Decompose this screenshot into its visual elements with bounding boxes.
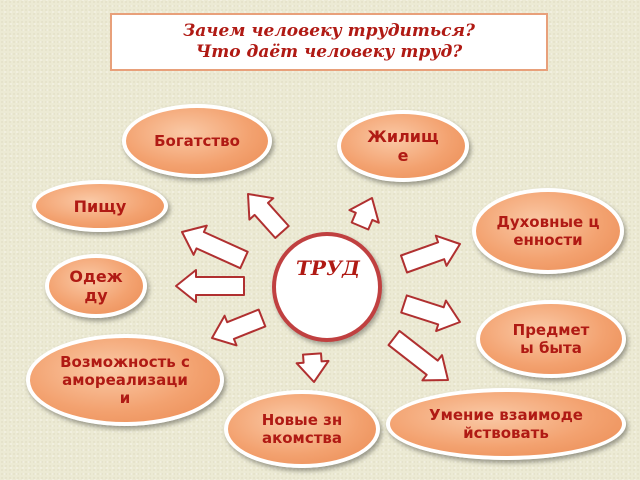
arrow-to-food (181, 224, 249, 270)
node-spiritual-label: Духовные ценности (496, 213, 600, 249)
node-food-label: Пищу (73, 196, 127, 216)
arrow-to-selfrealization (211, 308, 267, 347)
node-acquaintances: Новые знакомства (224, 390, 380, 468)
arrow-to-spiritual (400, 234, 461, 274)
node-wealth-label: Богатство (154, 132, 240, 150)
node-food: Пищу (32, 180, 168, 232)
center-circle (272, 232, 382, 342)
center-label: ТРУД (296, 256, 360, 280)
arrow-to-acquaintances (295, 352, 330, 383)
node-spiritual: Духовные ценности (472, 188, 624, 274)
node-acquaintances-label: Новые знакомства (261, 411, 343, 447)
arrow-to-clothing (175, 269, 245, 303)
title-box: Зачем человеку трудиться? Что даёт челов… (110, 13, 548, 71)
arrow-to-wealth (247, 193, 290, 239)
node-interaction-label: Умение взаимодействовать (429, 406, 583, 442)
node-clothing: Одежду (45, 254, 147, 318)
node-selfrealization-label: Возможность самореализации (60, 353, 190, 407)
arrow-to-interaction (387, 329, 449, 382)
title-line-2: Что даёт человеку труд? (195, 42, 463, 62)
arrow-to-housing (348, 197, 380, 231)
node-clothing-label: Одежду (69, 267, 123, 305)
node-selfrealization: Возможность самореализации (26, 334, 224, 426)
node-housing-label: Жилище (367, 127, 439, 165)
node-housing: Жилище (337, 110, 469, 182)
node-household-label: Предметы быта (512, 321, 590, 357)
title-line-1: Зачем человеку трудиться? (183, 21, 475, 41)
node-wealth: Богатство (122, 104, 272, 178)
arrow-to-household (400, 294, 461, 333)
node-interaction: Умение взаимодействовать (386, 388, 626, 460)
node-household: Предметы быта (476, 300, 626, 378)
